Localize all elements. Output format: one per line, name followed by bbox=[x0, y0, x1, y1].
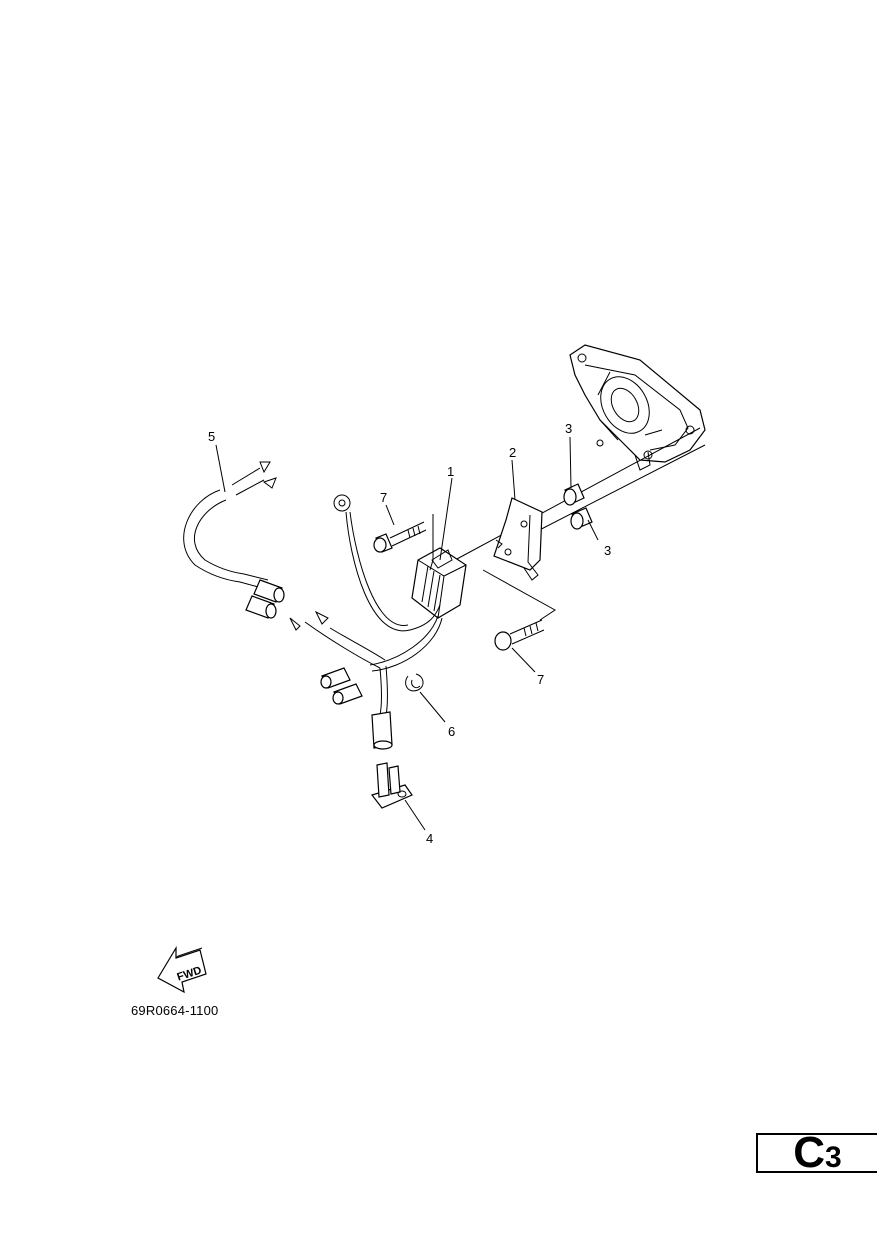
bolt-upper bbox=[373, 521, 427, 553]
engine-cover-housing bbox=[569, 344, 706, 471]
callout-3-upper: 3 bbox=[565, 421, 572, 436]
collar-upper bbox=[563, 483, 585, 506]
connector-holder bbox=[370, 762, 413, 809]
fwd-arrow-icon: FWD bbox=[157, 945, 207, 994]
callout-5: 5 bbox=[208, 429, 215, 444]
bolt-lower bbox=[494, 619, 545, 651]
callout-6: 6 bbox=[448, 724, 455, 739]
wire-connectors bbox=[289, 610, 393, 750]
mounting-bracket bbox=[493, 497, 543, 581]
section-indicator: C 3 bbox=[756, 1128, 877, 1177]
section-number: 3 bbox=[825, 1141, 842, 1174]
callout-7-upper: 7 bbox=[380, 490, 387, 505]
callout-leaders bbox=[215, 436, 599, 831]
wire-lead bbox=[183, 461, 285, 619]
callout-1: 1 bbox=[447, 464, 454, 479]
bolt-lower-leader-frame bbox=[482, 569, 556, 621]
callout-4: 4 bbox=[426, 831, 433, 846]
wire-clamp bbox=[405, 673, 424, 692]
rectifier-regulator bbox=[411, 547, 467, 619]
section-letter: C bbox=[793, 1128, 826, 1177]
callout-7-lower: 7 bbox=[537, 672, 544, 687]
callout-2: 2 bbox=[509, 445, 516, 460]
catalog-code: 69R0664-1100 bbox=[131, 1003, 219, 1018]
callout-3-lower: 3 bbox=[604, 543, 611, 558]
collar-lower bbox=[570, 507, 593, 530]
